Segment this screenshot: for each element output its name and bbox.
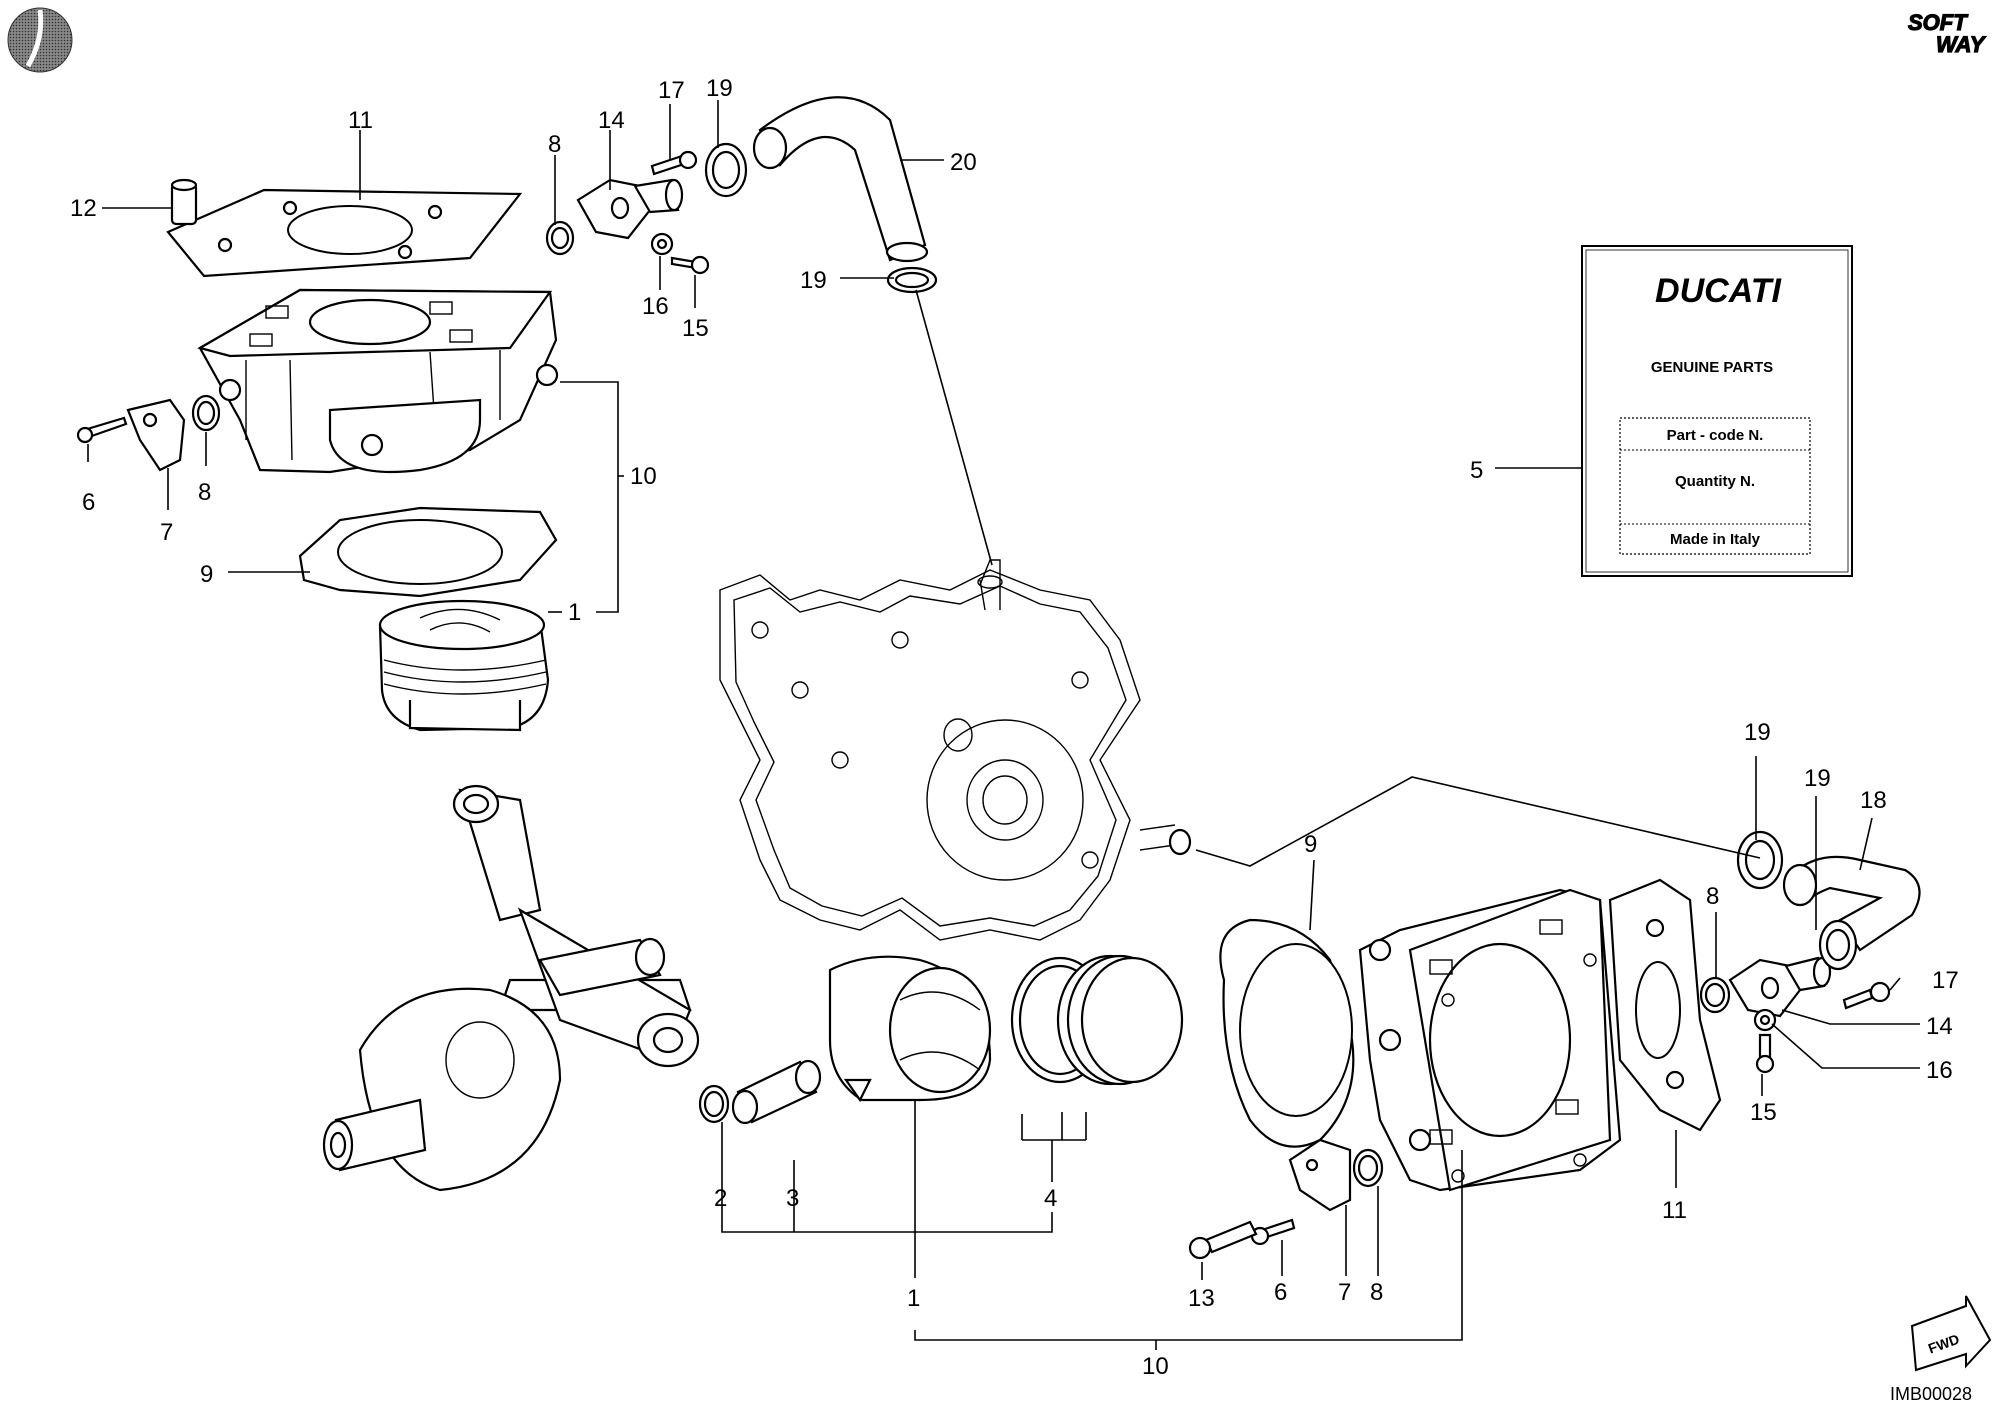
- leader-cylinder-link: [1195, 776, 1761, 867]
- callout-15-top: 15: [682, 315, 709, 342]
- washer-bolt-top: [650, 232, 710, 275]
- drawing-code: IMB00028: [1890, 1384, 1972, 1404]
- callout-9-top: 9: [200, 561, 213, 588]
- coolant-flange-left: [76, 394, 221, 472]
- leader-hose-to-crankcase: [915, 289, 993, 566]
- callout-1-bottom: 1: [907, 1285, 920, 1312]
- callout-2: 2: [714, 1185, 727, 1212]
- callout-8-bottom: 8: [1370, 1279, 1383, 1306]
- label-origin: Made in Italy: [1670, 531, 1761, 548]
- callout-9-bottom: 9: [1304, 831, 1317, 858]
- callout-4: 4: [1044, 1185, 1057, 1212]
- softway-logo: SOFT WAY: [1903, 7, 1995, 58]
- callout-20: 20: [950, 149, 977, 176]
- callout-7-top: 7: [160, 519, 173, 546]
- callout-7-bottom: 7: [1338, 1279, 1351, 1306]
- leader-lines: [87, 100, 1920, 1350]
- softway-logo-bottom: WAY: [1936, 32, 1987, 57]
- callout-15-bottom: 15: [1750, 1099, 1777, 1126]
- callout-13: 13: [1188, 1285, 1215, 1312]
- cylinder-block-bottom: [1358, 888, 1622, 1192]
- base-gasket-top: [298, 506, 558, 598]
- cylinder-block-top: [197, 288, 559, 474]
- label-brand: DUCATI: [1655, 272, 1782, 310]
- forward-arrow-icon: FWD: [1910, 1295, 1992, 1372]
- head-gasket-top: [166, 188, 523, 278]
- callout-17-bottom: 17: [1932, 967, 1959, 994]
- callout-10-bottom: 10: [1142, 1353, 1169, 1380]
- callout-8-right: 8: [1706, 883, 1719, 910]
- piston-pin: [731, 1059, 822, 1125]
- label-part-code: Part - code N.: [1667, 427, 1764, 444]
- softway-logo-top: SOFT: [1908, 10, 1968, 35]
- callout-5: 5: [1470, 457, 1483, 484]
- washer-bolt-bottom: [1753, 1008, 1777, 1074]
- callout-14-bottom: 14: [1926, 1013, 1953, 1040]
- callout-6-bottom: 6: [1274, 1279, 1287, 1306]
- callout-numbers: 12 11 8 14 17 19 20 16 15 19 6 8 7 10 9 …: [70, 75, 1959, 1380]
- callout-11-top: 11: [348, 107, 373, 134]
- callout-11-bottom: 11: [1662, 1197, 1687, 1224]
- callout-8-top-left: 8: [198, 479, 211, 506]
- piston-top: [378, 599, 550, 732]
- crankshaft-assembly: [322, 784, 700, 1192]
- callout-16-bottom: 16: [1926, 1057, 1953, 1084]
- dowel-pin-top: [170, 178, 198, 226]
- piston-rings: [1010, 954, 1184, 1086]
- label-quantity: Quantity N.: [1675, 473, 1755, 490]
- callout-19-top-lower: 19: [800, 267, 827, 294]
- callout-17-top: 17: [658, 77, 685, 104]
- hose-clamp-top: [704, 142, 748, 198]
- coolant-spigot-top: [576, 178, 684, 240]
- base-gasket-bottom: [1219, 918, 1355, 1148]
- callout-19-right-a: 19: [1744, 719, 1771, 746]
- callout-14-top: 14: [598, 107, 625, 134]
- callout-10-top: 10: [630, 463, 657, 490]
- callout-8-top: 8: [548, 131, 561, 158]
- screw-bottom-17: [1842, 981, 1891, 1010]
- hose-clamp-bottom-right-b: [1818, 919, 1858, 971]
- hose-clamp-lower: [886, 266, 938, 294]
- circlip: [698, 1084, 730, 1124]
- screw-top-17: [650, 150, 698, 176]
- label-subtitle: GENUINE PARTS: [1651, 359, 1773, 376]
- head-gasket-bottom: [1608, 878, 1722, 1132]
- coolant-spigot-bottom: [1728, 956, 1832, 1018]
- callout-18: 18: [1860, 787, 1887, 814]
- crankcase-half: [719, 559, 1192, 941]
- ducati-logo-disc-icon: [7, 7, 73, 73]
- callout-16-top: 16: [642, 293, 669, 320]
- hose-clamp-bottom-right-a: [1736, 830, 1784, 890]
- callout-12-top: 12: [70, 195, 97, 222]
- piston-bottom: [828, 955, 992, 1103]
- callout-6-top: 6: [82, 489, 95, 516]
- coolant-hose-top: [752, 96, 929, 263]
- callout-19-top: 19: [706, 75, 733, 102]
- o-ring-bottom-right: [1699, 976, 1731, 1014]
- callout-1-top: 1: [568, 599, 581, 626]
- callout-19-right-b: 19: [1804, 765, 1831, 792]
- coolant-flange-bottom: [1188, 1138, 1384, 1260]
- callout-3: 3: [786, 1185, 799, 1212]
- genuine-parts-label: DUCATI GENUINE PARTS Part - code N. Quan…: [1581, 245, 1853, 577]
